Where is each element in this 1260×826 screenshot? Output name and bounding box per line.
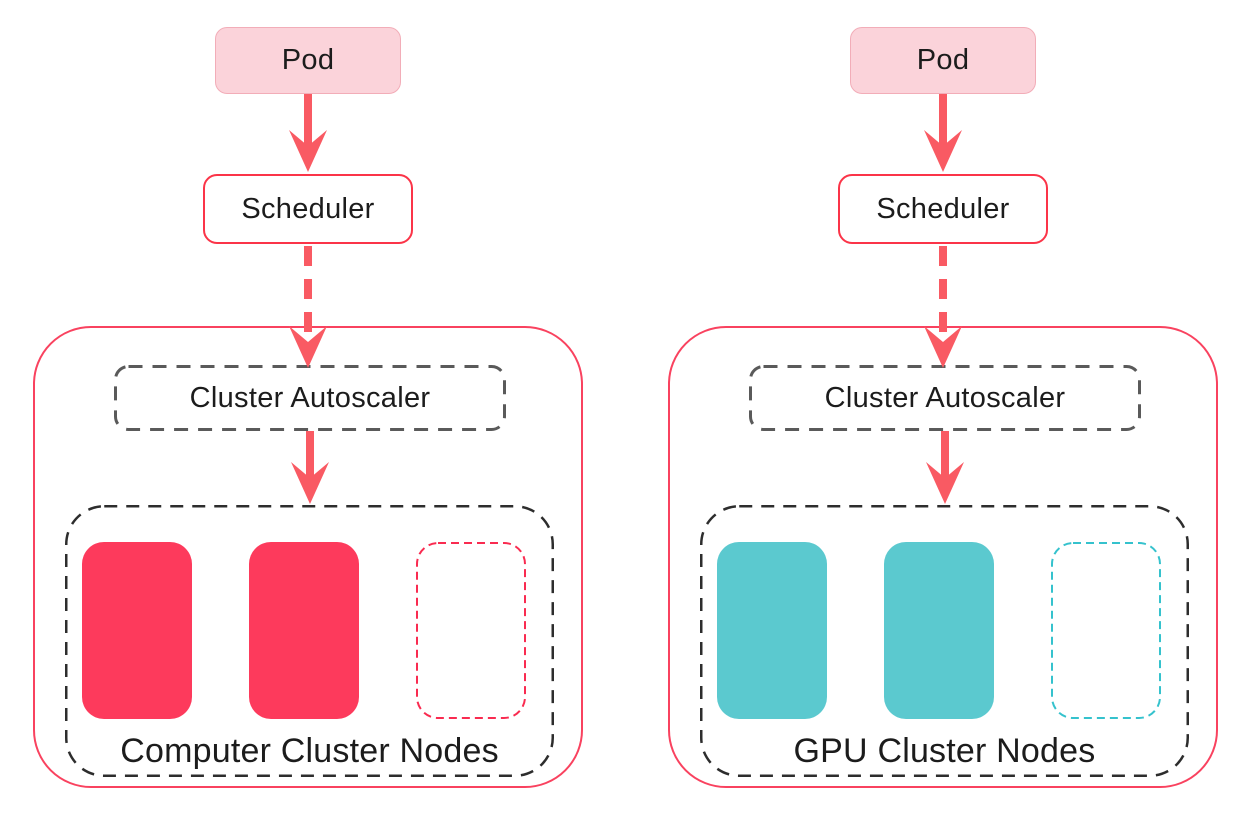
pod-to-scheduler-arrow: [289, 94, 327, 172]
node-active-1: [717, 542, 827, 719]
node-group: Computer Cluster Nodes: [65, 505, 554, 777]
node-group-label: GPU Cluster Nodes: [793, 732, 1096, 770]
pod-label: Pod: [281, 44, 335, 76]
node-pending: [416, 542, 526, 719]
pending-node-dashed-border: [416, 542, 526, 719]
node-active-2: [249, 542, 359, 719]
pod-label: Pod: [916, 44, 970, 76]
node-active-2: [884, 542, 994, 719]
gpu-cluster-column: Pod Scheduler Cluster Autoscaler: [668, 0, 1218, 826]
cluster-autoscaler-box: Cluster Autoscaler: [749, 365, 1141, 431]
nodes-row: [82, 542, 526, 719]
scheduler-box: Scheduler: [203, 174, 413, 244]
autoscaler-to-nodes-arrow: [926, 431, 964, 504]
cluster-autoscaler-box: Cluster Autoscaler: [114, 365, 506, 431]
pod-box: Pod: [215, 27, 401, 94]
cluster-frame: Cluster Autoscaler: [33, 326, 583, 788]
scheduler-to-autoscaler-arrow: [289, 246, 327, 368]
autoscaler-label: Cluster Autoscaler: [824, 381, 1066, 414]
node-group-label: Computer Cluster Nodes: [120, 732, 499, 770]
cluster-frame: Cluster Autoscaler: [668, 326, 1218, 788]
autoscaler-to-nodes-arrow: [291, 431, 329, 504]
nodes-row: [717, 542, 1161, 719]
scheduler-label: Scheduler: [241, 192, 375, 225]
scheduler-label: Scheduler: [876, 192, 1010, 225]
scheduler-box: Scheduler: [838, 174, 1048, 244]
autoscaler-label: Cluster Autoscaler: [189, 381, 431, 414]
node-group-dashed-border: [700, 505, 1189, 777]
node-group-dashed-border: [65, 505, 554, 777]
pod-to-scheduler-arrow: [924, 94, 962, 172]
autoscaler-dashed-border: [114, 365, 506, 431]
node-pending: [1051, 542, 1161, 719]
scheduler-to-autoscaler-arrow: [924, 246, 962, 368]
node-active-1: [82, 542, 192, 719]
node-group: GPU Cluster Nodes: [700, 505, 1189, 777]
pod-box: Pod: [850, 27, 1036, 94]
compute-cluster-column: Pod Scheduler Cluster Autoscaler: [33, 0, 583, 826]
pending-node-dashed-border: [1051, 542, 1161, 719]
autoscaler-dashed-border: [749, 365, 1141, 431]
